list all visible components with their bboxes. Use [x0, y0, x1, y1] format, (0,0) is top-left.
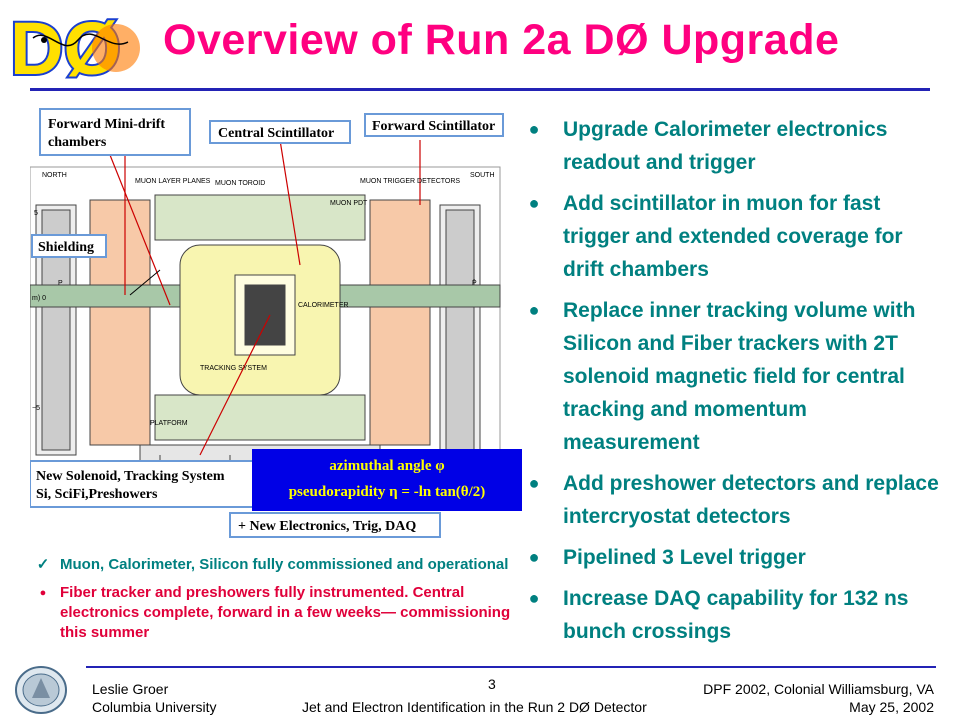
callout-forward-scintillator: Forward Scintillator: [364, 113, 504, 137]
footer-author: Leslie Groer: [92, 681, 169, 697]
svg-text:P̄: P̄: [472, 279, 477, 287]
coordinate-legend: azimuthal angle φ pseudorapidity η = -ln…: [252, 449, 522, 511]
legend-azimuthal: azimuthal angle φ: [329, 458, 445, 474]
svg-text:New Solenoid, Tracking System: New Solenoid, Tracking System: [36, 469, 225, 484]
callout-forward-mini-drift-line2: chambers: [48, 135, 107, 150]
status-item-fiber: ●Fiber tracker and preshowers fully inst…: [36, 583, 526, 643]
bullet-item: ●Upgrade Calorimeter electronics readout…: [527, 113, 947, 179]
callout-electronics: + New Electronics, Trig, DAQ: [229, 512, 441, 538]
svg-text:MUON TRIGGER DETECTORS: MUON TRIGGER DETECTORS: [360, 178, 460, 185]
svg-text:CALORIMETER: CALORIMETER: [298, 302, 349, 309]
callout-central-scintillator: Central Scintillator: [209, 120, 351, 144]
svg-text:Forward Scintillator: Forward Scintillator: [372, 119, 495, 134]
footer-institution: Columbia University: [92, 699, 217, 715]
callout-solenoid: New Solenoid, Tracking System Si, SciFi,…: [30, 460, 259, 508]
svg-text:MUON LAYER PLANES: MUON LAYER PLANES: [135, 178, 211, 185]
upgrade-bullet-list: ●Upgrade Calorimeter electronics readout…: [527, 113, 947, 656]
footer-divider: [86, 666, 936, 668]
svg-text:NORTH: NORTH: [42, 172, 67, 179]
detector-diagram: Forward Mini-drift chambers Central Scin…: [30, 108, 504, 538]
status-bullet-list: ✓Muon, Calorimeter, Silicon fully commis…: [36, 555, 526, 651]
diagram-small-labels: NORTH SOUTH 5 m) 0 −5 P P̄ TRACKING SYST…: [32, 172, 495, 427]
svg-text:MUON TOROID: MUON TOROID: [215, 180, 265, 187]
svg-text:−5: −5: [32, 405, 40, 412]
svg-text:Shielding: Shielding: [38, 240, 94, 255]
university-seal-icon: [15, 666, 67, 714]
footer-date: May 25, 2002: [849, 699, 934, 715]
callout-forward-mini-drift-line1: Forward Mini-drift: [48, 117, 165, 132]
svg-text:TRACKING SYSTEM: TRACKING SYSTEM: [200, 365, 267, 372]
status-item-commissioned: ✓Muon, Calorimeter, Silicon fully commis…: [36, 556, 509, 573]
bullet-item: ●Add scintillator in muon for fast trigg…: [527, 187, 947, 286]
page-title: Overview of Run 2a DØ Upgrade: [163, 16, 840, 64]
svg-text:MUON PDT: MUON PDT: [330, 200, 368, 207]
svg-text:Central Scintillator: Central Scintillator: [218, 126, 334, 141]
bullet-item: ●Add preshower detectors and replace int…: [527, 467, 947, 533]
svg-text:P: P: [58, 280, 63, 287]
bullet-dot-icon: ●: [39, 587, 47, 599]
d0-logo: DØ: [8, 8, 140, 84]
checkmark-icon: ✓: [36, 556, 50, 573]
svg-text:SOUTH: SOUTH: [470, 172, 495, 179]
svg-text:m) 0: m) 0: [32, 295, 46, 302]
svg-text:+ New Electronics, Trig, DAQ: + New Electronics, Trig, DAQ: [238, 519, 416, 534]
callout-forward-mini-drift: Forward Mini-drift chambers: [39, 108, 191, 156]
legend-pseudorapidity: pseudorapidity η = -ln tan(θ/2): [288, 484, 486, 500]
bullet-item: ●Pipelined 3 Level trigger: [527, 541, 947, 574]
bullet-dot-icon: ●: [528, 588, 540, 608]
bullet-dot-icon: ●: [528, 547, 540, 567]
bullet-item: ●Increase DAQ capability for 132 ns bunc…: [527, 582, 947, 648]
d0-logo-graphic: DØ: [8, 8, 140, 84]
svg-text:Si, SciFi,Preshowers: Si, SciFi,Preshowers: [36, 487, 158, 502]
page-number: 3: [488, 676, 496, 692]
bullet-item: ●Replace inner tracking volume with Sili…: [527, 294, 947, 459]
svg-text:5: 5: [34, 210, 38, 217]
svg-text:PLATFORM: PLATFORM: [150, 420, 188, 427]
bullet-dot-icon: ●: [528, 119, 540, 139]
bullet-dot-icon: ●: [528, 473, 540, 493]
footer-talk-title: Jet and Electron Identification in the R…: [302, 699, 647, 715]
bullet-dot-icon: ●: [528, 300, 540, 320]
title-divider: [30, 88, 930, 91]
bullet-dot-icon: ●: [528, 193, 540, 213]
callout-shielding: Shielding: [31, 234, 107, 258]
footer-conference: DPF 2002, Colonial Williamsburg, VA: [703, 681, 934, 697]
